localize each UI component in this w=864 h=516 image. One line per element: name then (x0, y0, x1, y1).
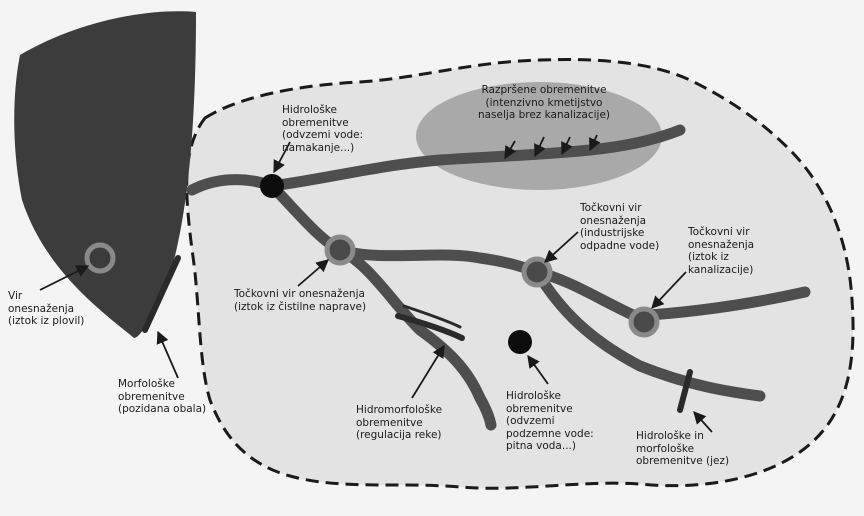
river-middle-branch (266, 180, 543, 278)
arrow-hydromorph (411, 344, 445, 399)
label-source-vessels: Vir onesnaženja (iztok iz plovil) (8, 290, 85, 327)
arrow-sewage (651, 271, 687, 309)
arrow-morph-bank (156, 330, 179, 379)
annotation-arrows (39, 141, 713, 433)
diffuse-arrow-2 (534, 136, 546, 158)
weir-marker (677, 369, 693, 413)
arrow-source-sea (39, 265, 90, 291)
label-hydromorphological: Hidromorfološke obremenitve (regulacija … (356, 404, 443, 441)
diffuse-arrow-3 (561, 136, 573, 156)
arrow-hydro-top (273, 141, 291, 174)
label-point-source-industry: Točkovni vir onesnaženja (industrijske o… (580, 202, 660, 252)
label-hydro-morph-weir: Hidrološke in morfološke obremenitve (je… (636, 430, 730, 467)
arrow-weir (693, 411, 713, 433)
arrow-ground (527, 354, 549, 385)
diffuse-arrow-1 (504, 140, 517, 160)
label-morphological-bank: Morfološke obremenitve (pozidana obala) (118, 378, 207, 415)
arrow-industry (544, 231, 579, 263)
label-diffuse-pressures: Razpršene obremenitve (intenzivno kmetij… (477, 84, 611, 121)
diffuse-arrow-4 (589, 134, 601, 152)
river-regulation-marker (395, 313, 465, 341)
label-hydro-abstraction-surface: Hidrološke obremenitve (odvzemi vode: na… (282, 104, 364, 154)
abstraction-point-surface (260, 174, 284, 198)
abstraction-point-ground (508, 330, 532, 354)
label-hydro-abstraction-ground: Hidrološke obremenitve (odvzemi podzemne… (506, 390, 594, 452)
point-source-industry (521, 256, 553, 288)
label-point-source-sewage: Točkovni vir onesnaženja (iztok iz kanal… (688, 226, 755, 276)
river-upper-branch (266, 124, 686, 192)
label-point-source-treatment: Točkovni vir onesnaženja (iztok iz čisti… (234, 288, 367, 313)
point-source-treatment (324, 234, 356, 266)
sea (14, 11, 196, 339)
arrow-treatment (297, 259, 329, 287)
river-weir-branch (531, 266, 766, 402)
diffuse-arrows (504, 134, 601, 160)
point-source-sewage (628, 306, 660, 338)
point-source-sea (84, 242, 116, 274)
river-lower-branch (334, 244, 497, 431)
river-regulation-edge (402, 304, 462, 329)
built-bank-marker (142, 255, 181, 333)
river-network (186, 124, 811, 431)
